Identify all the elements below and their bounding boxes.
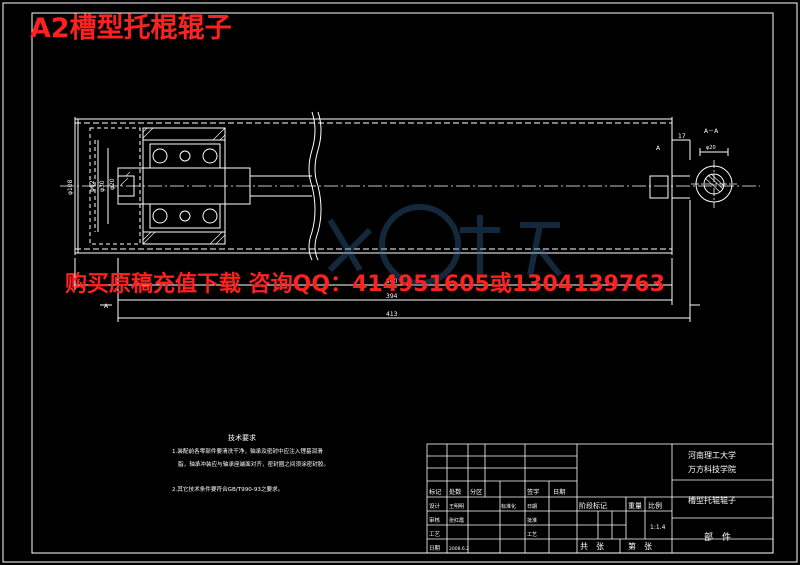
rev-col-2: 处数 xyxy=(449,488,462,496)
section-mark-top: A xyxy=(656,145,661,152)
dim-len-a: 500 xyxy=(386,278,398,285)
row-2-role: 审核 xyxy=(429,516,441,524)
roller-main-view xyxy=(60,111,760,322)
dim-c: φ20 xyxy=(109,178,116,190)
section-mark-bottom: A xyxy=(104,303,109,310)
technical-notes: 技术要求 1.装配前各零部件要清洗干净，轴承及密封中应注入锂基润滑 脂，轴承冲装… xyxy=(172,433,329,493)
dim-len-b: 394 xyxy=(386,293,398,300)
part-name: 槽型托辊辊子 xyxy=(688,495,736,505)
part-type: 部 件 xyxy=(704,531,731,543)
row-4-name: 2008.6.2 xyxy=(449,546,469,552)
title-block xyxy=(426,443,774,554)
section-aa-label: A－A xyxy=(704,128,719,135)
marks-label: 阶段标记 xyxy=(579,501,607,510)
dim-shaft: φ20 xyxy=(706,145,716,151)
dim-b: φ30 xyxy=(99,180,106,192)
notes-line-2: 脂，轴承冲装应与轴承座端面对齐，密封圈之间须涂密封胶。 xyxy=(178,460,329,468)
row-4-role: 日期 xyxy=(429,545,441,552)
sheet-number: 第 张 xyxy=(628,541,652,551)
row-2-std: 批准 xyxy=(527,517,537,524)
rev-col-6: 日期 xyxy=(553,488,565,496)
dim-outer: φ108 xyxy=(67,179,74,195)
row-1-r1: 日期 xyxy=(527,504,537,510)
row-3-std: 工艺 xyxy=(527,532,537,538)
scale-value: 1:1.4 xyxy=(650,524,666,531)
rev-col-3: 分区 xyxy=(470,488,482,496)
overlay-promo: 购买原稿充值下载 咨询QQ：414951605或1304139763 xyxy=(65,272,665,297)
row-1-std: 标准化 xyxy=(501,503,516,510)
sheets-total: 共 张 xyxy=(580,542,604,551)
dim-len-total: 413 xyxy=(386,311,398,318)
school-name-1: 河南理工大学 xyxy=(688,450,736,460)
weight-label: 重量 xyxy=(628,502,642,510)
row-3-role: 工艺 xyxy=(429,531,441,538)
row-1-role: 设计 xyxy=(429,502,441,510)
rev-col-1: 标记 xyxy=(429,488,441,496)
overlay-title: A2槽型托棍辊子 xyxy=(30,13,232,44)
notes-line-3: 2.其它技术条件要符合GB/T990-93之要求。 xyxy=(172,485,283,493)
section-aa-view xyxy=(691,148,737,208)
dimension-labels: φ108 φ62 φ30 φ20 500 394 413 17 A A xyxy=(67,133,686,318)
watermark-logo xyxy=(327,204,563,286)
row-2-name: 张红霞 xyxy=(449,517,464,524)
notes-line-1: 1.装配前各零部件要清洗干净，轴承及密封中应注入锂基润滑 xyxy=(172,447,323,455)
rev-col-5: 签字 xyxy=(527,488,539,496)
dim-end: 17 xyxy=(678,133,686,140)
section-hatching xyxy=(119,127,226,245)
inner-border xyxy=(31,12,774,554)
notes-heading: 技术要求 xyxy=(228,433,256,442)
scale-label: 比例 xyxy=(648,501,662,510)
row-1-name: 王明明 xyxy=(449,504,464,510)
dim-a: φ62 xyxy=(89,180,96,192)
title-block-text: 标记 处数 分区 签字 日期 设计 王明明 标准化 日期 审核 张红霞 批准 工… xyxy=(429,450,736,552)
school-name-2: 万方科技学院 xyxy=(688,464,736,474)
